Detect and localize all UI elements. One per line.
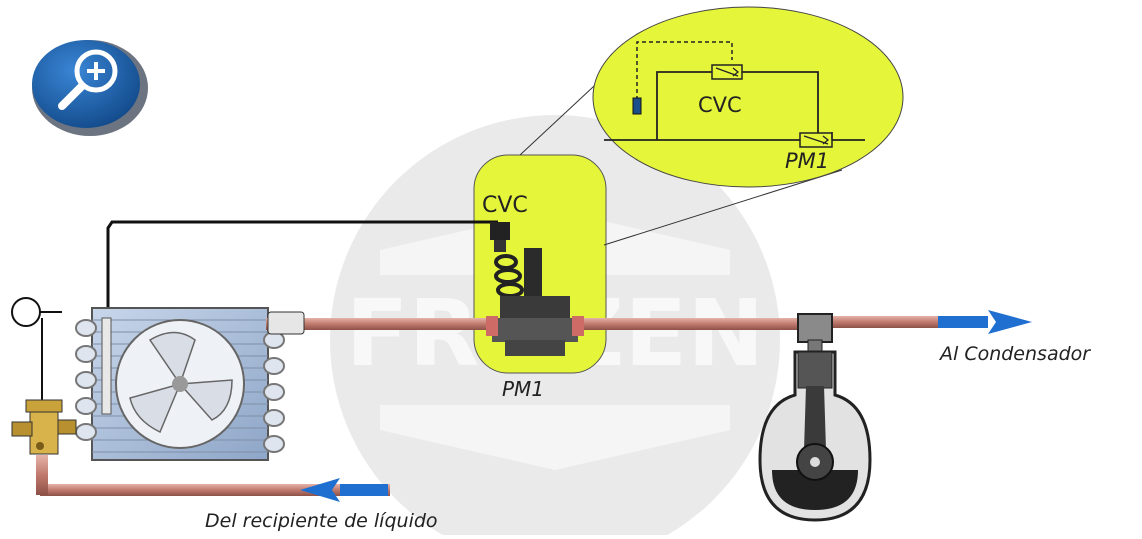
inset-pm1-label: PM1	[785, 149, 829, 173]
zoom-in-icon	[58, 49, 118, 110]
from-receiver-label: Del recipiente de líquido	[205, 510, 438, 532]
evaporator	[75, 307, 285, 461]
liquid-pipe	[40, 484, 390, 496]
zoom-in-button[interactable]	[32, 40, 148, 136]
discharge-pipe	[828, 316, 948, 328]
expansion-valve	[11, 297, 77, 455]
to-condenser-arrow	[988, 310, 1032, 334]
capillary-line	[106, 220, 498, 318]
inset-cvc-label: CVC	[698, 93, 742, 117]
from-receiver-arrow	[300, 478, 340, 502]
pm1-label: PM1	[502, 377, 544, 401]
compressor	[758, 313, 872, 522]
cvc-label: CVC	[482, 193, 528, 218]
to-condenser-label: Al Condensador	[938, 343, 1091, 365]
valve-assembly	[486, 222, 584, 356]
schematic-inset: CVC PM1	[592, 6, 904, 188]
